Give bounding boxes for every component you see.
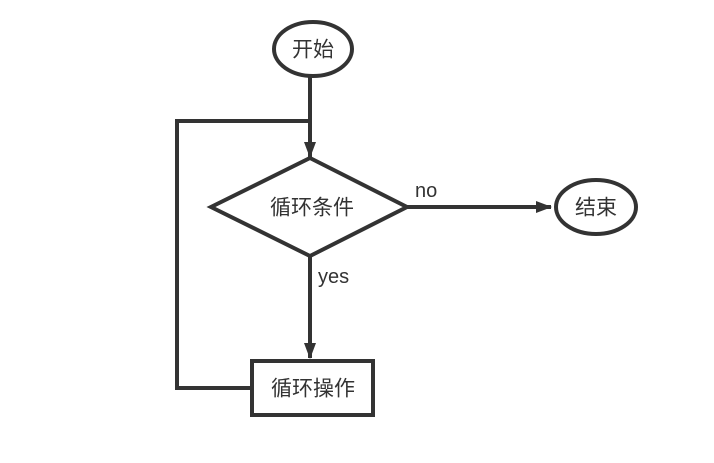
- end-label: 结束: [575, 197, 617, 220]
- start-label: 开始: [292, 39, 334, 62]
- edge-operation-loopback: [175, 119, 308, 390]
- edge-label-no: no: [415, 180, 437, 202]
- condition-diamond: [206, 155, 412, 259]
- end-ellipse: [554, 178, 638, 236]
- condition-label: 循环条件: [270, 197, 354, 220]
- node-end: 结束: [554, 178, 638, 236]
- start-ellipse: [272, 20, 354, 78]
- node-start: 开始: [272, 20, 354, 78]
- node-operation: 循环操作: [250, 359, 375, 417]
- node-condition: 循环条件: [206, 155, 412, 259]
- operation-label: 循环操作: [271, 378, 355, 401]
- edge-label-yes: yes: [318, 266, 349, 288]
- operation-rect: [250, 359, 375, 417]
